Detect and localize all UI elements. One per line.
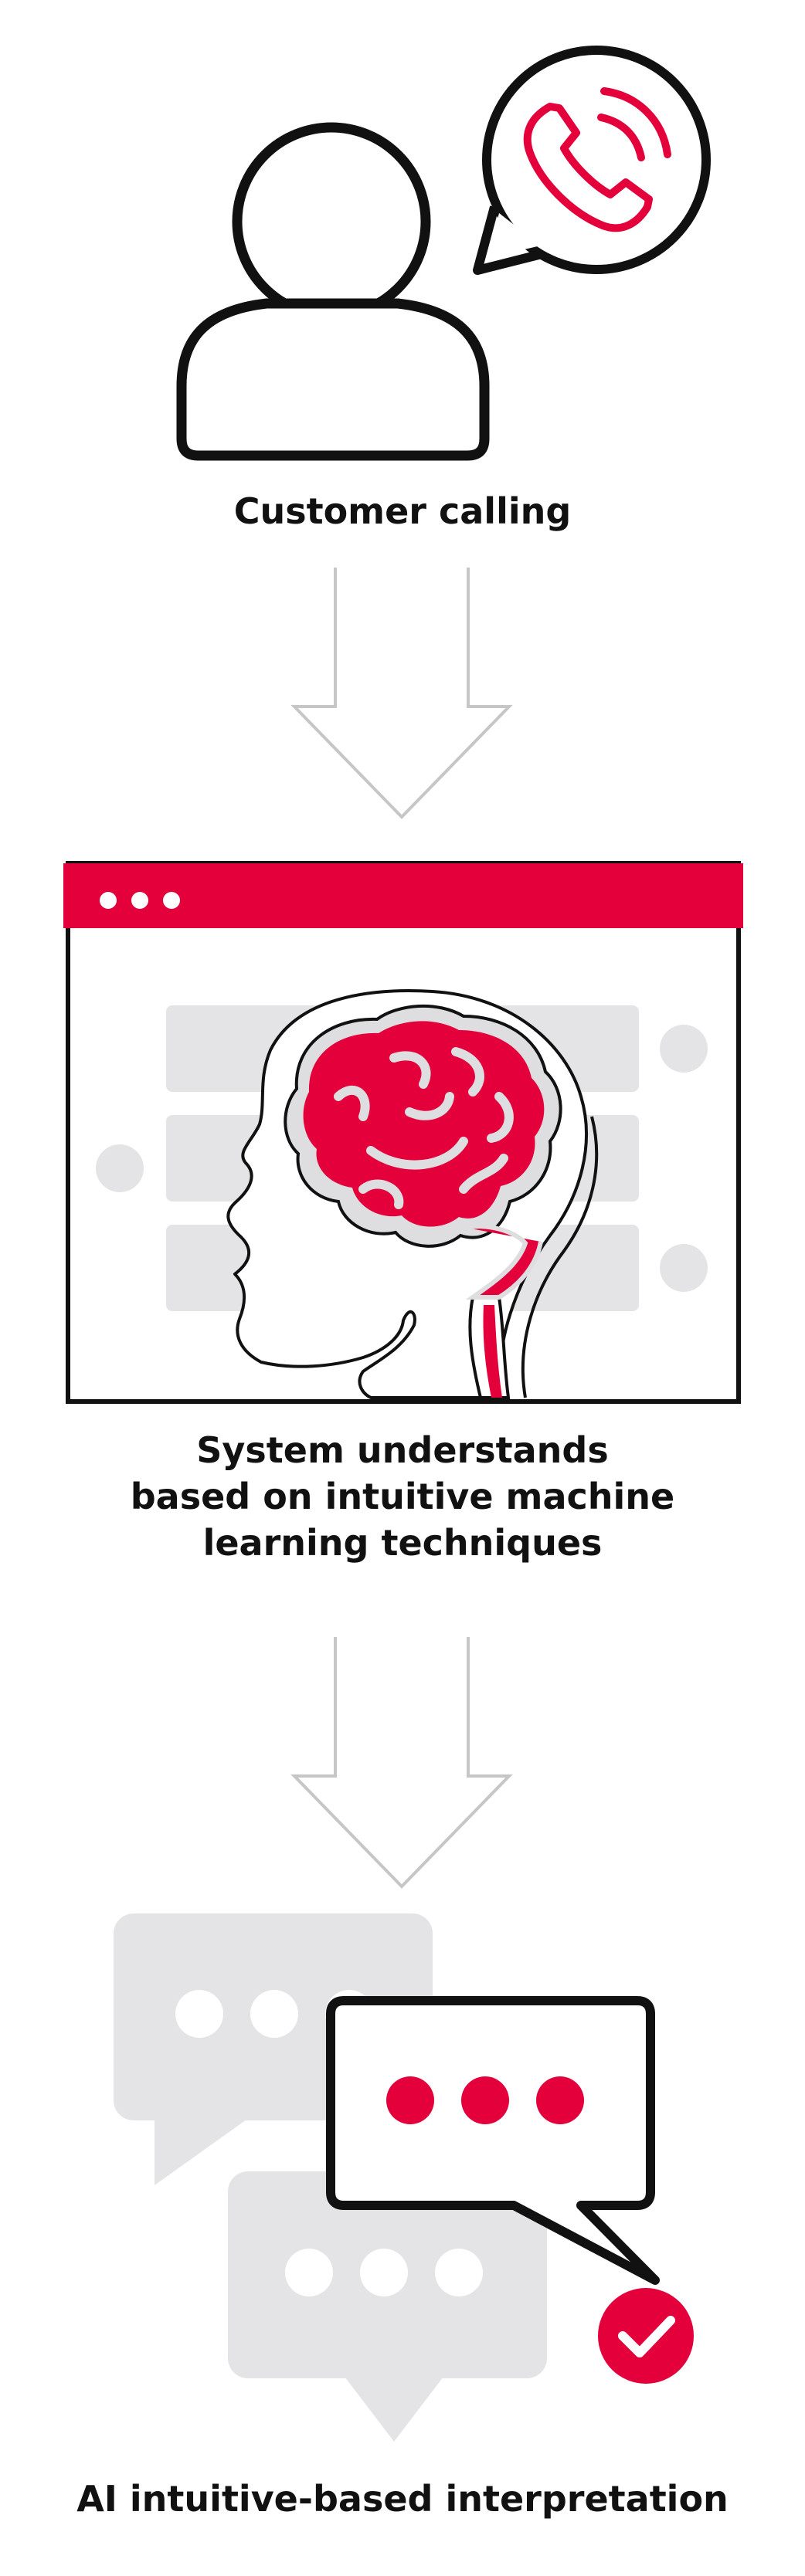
chat-dot-red [536, 2076, 584, 2124]
chat-dot [250, 1990, 298, 2038]
head-inner-outline [521, 1116, 599, 1398]
caption-line: System understands [196, 1429, 609, 1471]
placeholder-dot-left [96, 1144, 144, 1192]
chat-dot [360, 2249, 408, 2296]
window-dot-2 [131, 892, 148, 909]
customer-figure [176, 122, 490, 461]
person-body [176, 298, 490, 461]
chat-dot-red [461, 2076, 509, 2124]
placeholder-dot-right-1 [660, 1025, 708, 1073]
chat-bubble-gray-bottom [228, 2171, 547, 2442]
step-caption-customer: Customer calling [233, 490, 572, 532]
flow-arrow-2 [290, 1637, 513, 1889]
step-caption-system: System understands based on intuitive ma… [0, 1427, 805, 1566]
person-head [232, 122, 431, 321]
spine-core [483, 1305, 502, 1398]
brain-stem [465, 1224, 543, 1300]
brain-folds [334, 1047, 514, 1209]
placeholder-dot-right-2 [660, 1244, 708, 1292]
head-brain-icon [226, 989, 599, 1399]
caption-line: based on intuitive machine [130, 1476, 675, 1517]
chat-bubble-active [326, 1996, 660, 2285]
step-caption-interpretation: AI intuitive-based interpretation [76, 2478, 729, 2520]
phone-icon [523, 87, 671, 232]
chat-dot-red [386, 2076, 434, 2124]
speech-bubble [473, 46, 711, 275]
flow-arrow-1 [290, 568, 513, 819]
chat-dot [285, 2249, 333, 2296]
window-dot-3 [163, 892, 180, 909]
caption-line: learning techniques [202, 1522, 603, 1564]
check-badge-icon [598, 2288, 694, 2384]
window-dot-1 [100, 892, 117, 909]
chat-dot [435, 2249, 483, 2296]
chat-dot [175, 1990, 223, 2038]
